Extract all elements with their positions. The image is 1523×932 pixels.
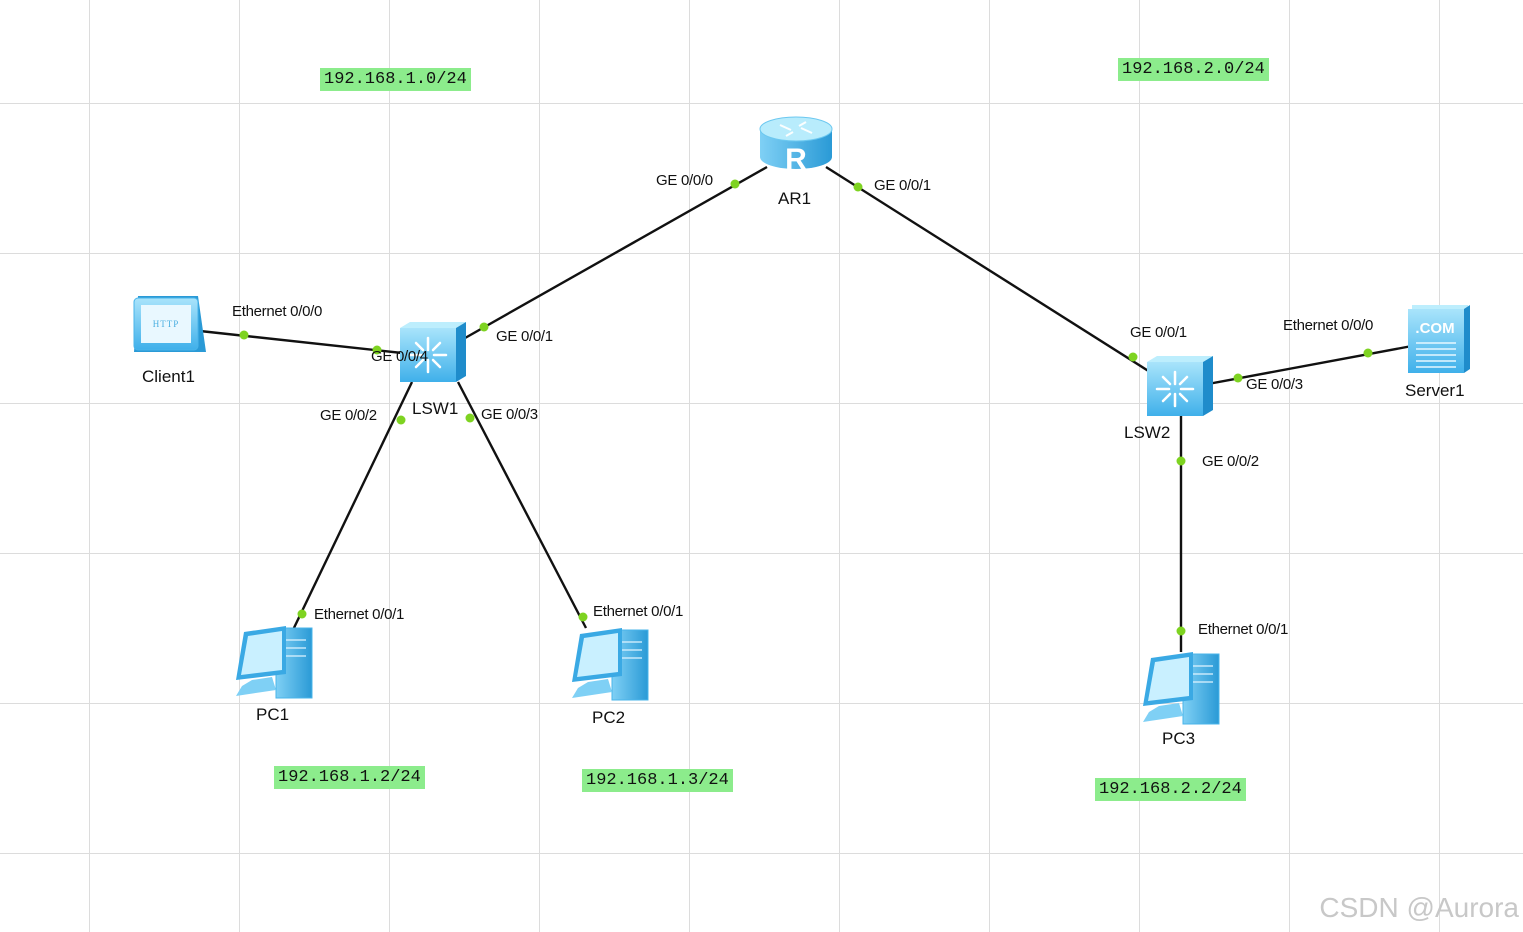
dns-server-icon[interactable]: .COM [1408,305,1470,373]
port-dot-ar1-ge001[interactable] [853,182,863,192]
device-label-client1: Client1 [142,367,195,386]
link-ar1-lsw1[interactable] [457,165,768,344]
port-label-lsw2-ge003: GE 0/0/3 [1246,376,1303,393]
port-label-pc2-eth001: Ethernet 0/0/1 [593,603,684,620]
port-dot-pc1-eth001[interactable] [297,609,307,619]
port-dot-lsw2-ge002[interactable] [1176,456,1186,466]
port-label-ar1-ge000: GE 0/0/0 [656,172,713,189]
device-label-pc1: PC1 [256,705,290,724]
pc-icon[interactable] [236,626,313,699]
switch-icon[interactable] [400,322,466,382]
port-label-lsw1-ge001: GE 0/0/1 [496,328,553,345]
device-label-ar1: AR1 [778,189,812,208]
pc-icon[interactable] [1143,652,1220,725]
port-dot-client1-eth000[interactable] [239,330,249,340]
port-label-client1-eth000: Ethernet 0/0/0 [232,303,323,320]
port-label-pc1-eth001: Ethernet 0/0/1 [314,606,405,623]
router-icon[interactable]: R [759,116,833,176]
network-label-192-168-2-0: 192.168.2.0/24 [1118,58,1269,81]
port-label-ar1-ge001: GE 0/0/1 [874,177,931,194]
port-dot-lsw2-ge001[interactable] [1128,352,1138,362]
network-label-192-168-1-0: 192.168.1.0/24 [320,68,471,91]
http-client-icon[interactable]: HTTP [133,296,206,352]
ip-label-pc1: 192.168.1.2/24 [274,766,425,789]
link-ar1-lsw2[interactable] [825,165,1151,374]
port-label-lsw2-ge001: GE 0/0/1 [1130,324,1187,341]
link-lsw1-pc1[interactable] [290,381,414,633]
port-dot-lsw2-ge003[interactable] [1233,373,1243,383]
pc-icon[interactable] [572,628,649,701]
port-dot-lsw1-ge003[interactable] [465,413,475,423]
links [199,165,1413,652]
device-label-pc3: PC3 [1162,729,1196,748]
port-dot-lsw1-ge004[interactable] [372,345,382,355]
port-dot-server1-eth000[interactable] [1363,348,1373,358]
svg-text:HTTP: HTTP [153,319,180,329]
link-lsw1-pc2[interactable] [456,381,588,629]
port-dot-pc2-eth001[interactable] [578,612,588,622]
port-label-lsw2-ge002: GE 0/0/2 [1202,453,1259,470]
device-label-lsw2: LSW2 [1124,423,1171,442]
port-dots [239,179,1373,636]
port-label-pc3-eth001: Ethernet 0/0/1 [1198,621,1289,638]
port-dot-lsw1-ge001[interactable] [479,322,489,332]
watermark: CSDN @Aurora [1319,892,1519,923]
svg-text:R: R [785,143,807,176]
port-label-lsw1-ge004: GE 0/0/4 [371,348,428,365]
switch-icon[interactable] [1147,356,1213,416]
device-label-pc2: PC2 [592,708,626,727]
port-label-lsw1-ge002: GE 0/0/2 [320,407,377,424]
port-label-lsw1-ge003: GE 0/0/3 [481,406,538,423]
port-dot-lsw1-ge002[interactable] [396,415,406,425]
ip-label-pc3: 192.168.2.2/24 [1095,778,1246,801]
svg-text:.COM: .COM [1415,320,1454,337]
port-label-server1-eth000: Ethernet 0/0/0 [1283,317,1374,334]
device-label-server1: Server1 [1405,381,1465,400]
device-label-lsw1: LSW1 [412,399,459,418]
ip-label-pc2: 192.168.1.3/24 [582,769,733,792]
port-dot-pc3-eth001[interactable] [1176,626,1186,636]
link-client1-lsw1[interactable] [199,329,403,355]
port-dot-ar1-ge000[interactable] [730,179,740,189]
